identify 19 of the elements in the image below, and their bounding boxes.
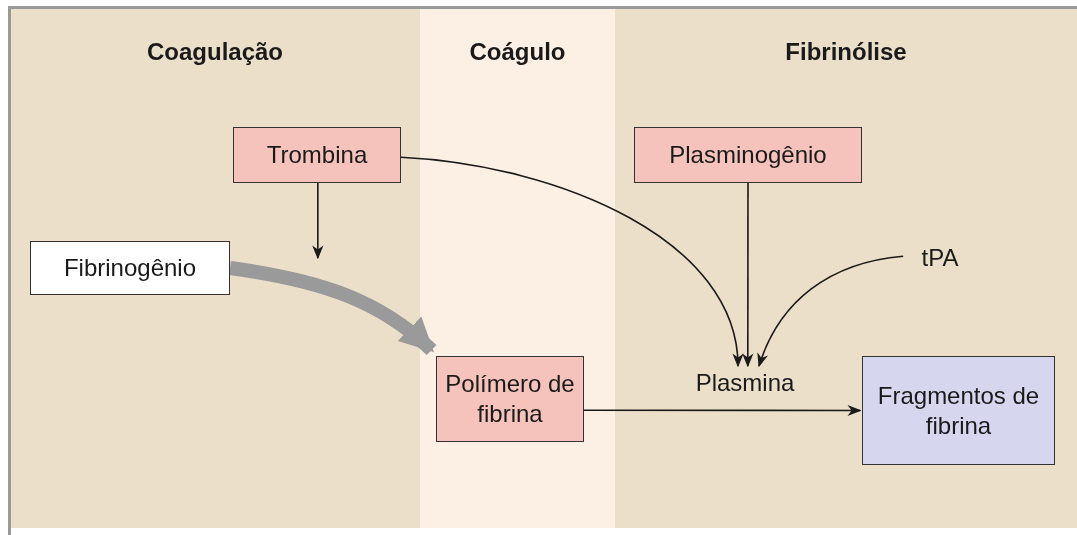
arrow xyxy=(229,261,437,356)
node-label: tPA xyxy=(900,240,980,276)
region-band xyxy=(615,8,1077,528)
arrow xyxy=(400,156,743,368)
band-heading: Fibrinólise xyxy=(784,38,908,66)
arrow xyxy=(583,404,862,417)
process-box: Fragmentos de fibrina xyxy=(862,356,1055,465)
band-heading: Coágulo xyxy=(468,38,567,66)
arrow xyxy=(758,255,904,368)
arrow xyxy=(742,182,754,368)
region-band xyxy=(10,8,420,528)
process-box: Plasminogênio xyxy=(634,127,862,183)
band-heading: Coagulação xyxy=(146,38,284,66)
process-box: Polímero de fibrina xyxy=(436,356,584,442)
process-box: Fibrinogênio xyxy=(30,241,230,295)
region-band xyxy=(420,8,615,528)
process-box: Trombina xyxy=(233,127,401,183)
node-label: Plasmina xyxy=(675,366,815,400)
arrow xyxy=(312,182,324,260)
